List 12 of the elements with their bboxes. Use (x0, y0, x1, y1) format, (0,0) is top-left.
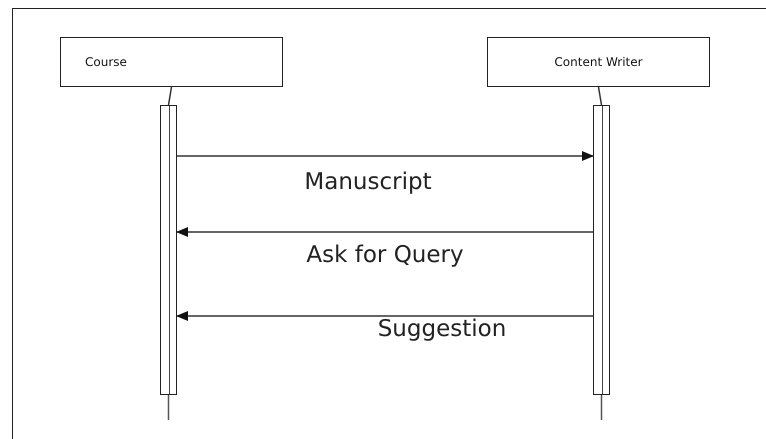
activation-bar (593, 105, 610, 395)
actor-name: Content Writer (554, 55, 643, 69)
actor-name: Course (85, 55, 127, 69)
lifeline (598, 86, 602, 106)
activation-bar (160, 105, 177, 395)
actor-box (60, 37, 283, 87)
message-arrow (177, 151, 594, 161)
actor-box (487, 37, 710, 87)
edge-label: Ask for Query (304, 243, 466, 268)
message-arrow (176, 227, 593, 237)
message-arrow (176, 311, 593, 321)
lifeline (168, 86, 172, 106)
